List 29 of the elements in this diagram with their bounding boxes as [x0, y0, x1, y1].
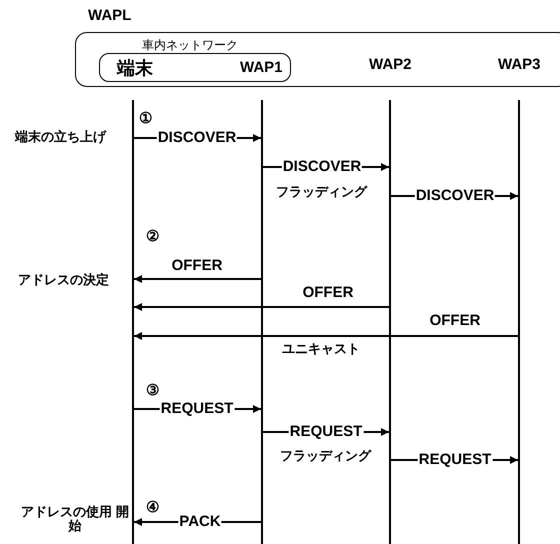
participant-label: WAP3: [498, 57, 541, 74]
lifeline: [389, 100, 391, 544]
step-number: ①: [139, 111, 152, 128]
lifeline: [261, 100, 263, 544]
participant-label: 端末: [117, 59, 153, 79]
group-heading: 車内ネットワーク: [142, 39, 238, 52]
edge-label: REQUEST: [288, 424, 364, 440]
group-heading: WAPL: [88, 8, 132, 24]
edge-label: OFFER: [428, 312, 482, 330]
note-text: ユニキャスト: [282, 342, 360, 356]
lifeline: [132, 100, 134, 544]
edge-label: OFFER: [170, 258, 224, 274]
step-number: ④: [146, 500, 159, 516]
note-text: 端末の立ち上げ: [15, 130, 106, 144]
arrow: [134, 303, 389, 311]
step-number: ②: [146, 229, 159, 246]
note-text: フラッディング: [276, 185, 367, 200]
lifeline: [518, 100, 520, 544]
note-text: アドレスの決定: [18, 273, 109, 288]
arrow: [134, 332, 518, 340]
edge-label: REQUEST: [160, 400, 234, 418]
note-text: フラッディング: [280, 449, 371, 464]
note-text: アドレスの使用 開始: [20, 505, 130, 534]
participant-label: WAP1: [240, 60, 283, 76]
step-number: ③: [146, 383, 159, 400]
arrow: [134, 275, 261, 283]
edge-label: OFFER: [302, 284, 354, 302]
participant-label: WAP2: [369, 57, 412, 74]
edge-label: REQUEST: [418, 452, 492, 468]
